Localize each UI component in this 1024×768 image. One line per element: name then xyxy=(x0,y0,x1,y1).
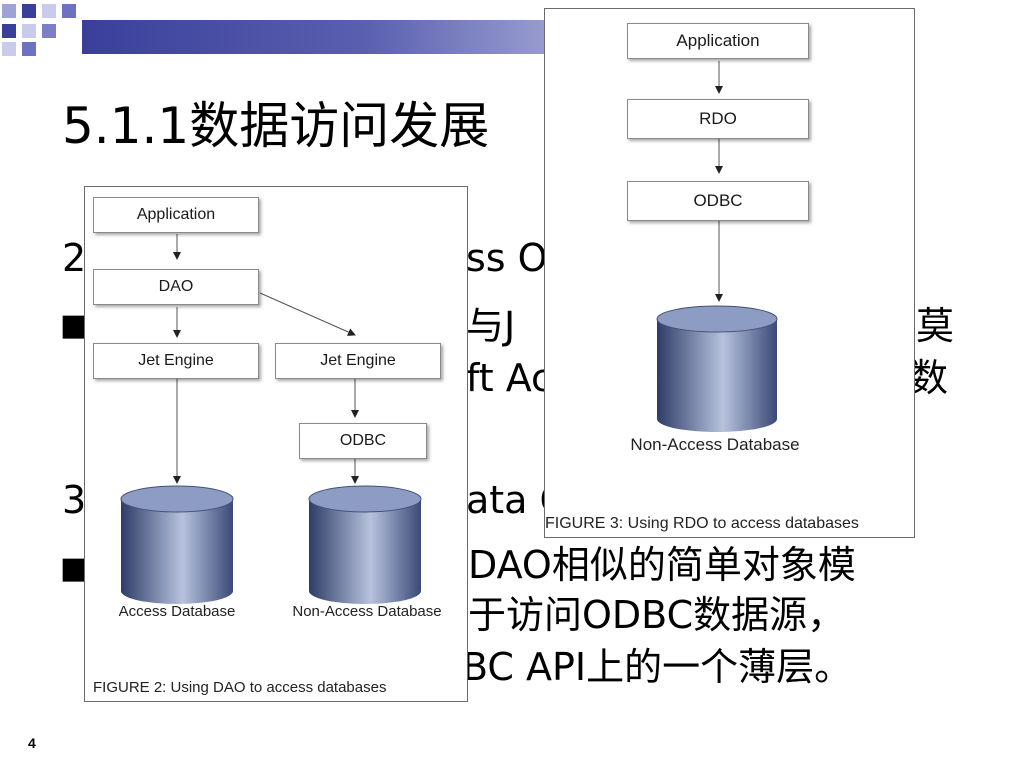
figure-2-caption: FIGURE 2: Using DAO to access databases xyxy=(93,679,387,696)
slide-title: 5.1.1数据访问发展 xyxy=(62,97,490,155)
body-text-rdo-line1: DAO相似的简单对象模 xyxy=(468,543,856,587)
access-database-cylinder-icon xyxy=(120,485,234,604)
body-text-2: 2 xyxy=(62,236,87,280)
body-text-rdo-line3: BC API上的一个薄层。 xyxy=(462,645,853,689)
body-text-dao-line1-end: 莫 xyxy=(916,304,955,348)
slide-header-decoration xyxy=(2,4,76,56)
body-text-3: 3 xyxy=(62,478,87,522)
figure-2-odbc-box: ODBC xyxy=(299,423,427,459)
figure-3-odbc-box: ODBC xyxy=(627,181,809,221)
figure-2-jet-engine-box-left: Jet Engine xyxy=(93,343,259,379)
figure-3-rdo: Application RDO ODBC Non-Access Database… xyxy=(544,8,915,538)
database-cylinder-icon xyxy=(656,305,778,432)
body-text-dao-line2-end: 数 xyxy=(910,356,949,400)
figure-2-connectors xyxy=(120,234,422,604)
figure-2-dao-box: DAO xyxy=(93,269,259,305)
figure-3-application-box: Application xyxy=(627,23,809,59)
figure-3-rdo-box: RDO xyxy=(627,99,809,139)
page-number: 4 xyxy=(28,735,36,751)
figure-2-access-database-label: Access Database xyxy=(118,603,236,620)
bullet-1: ■ xyxy=(60,308,89,343)
figure-2-dao: Application DAO Jet Engine Jet Engine OD… xyxy=(84,186,468,702)
figure-2-jet-engine-box-right: Jet Engine xyxy=(275,343,441,379)
body-text-dao-line1: 与J xyxy=(466,304,516,348)
non-access-database-cylinder-icon xyxy=(308,485,422,604)
figure-2-application-box: Application xyxy=(93,197,259,233)
figure-2-non-access-database-label: Non-Access Database xyxy=(292,603,442,620)
figure-3-database-label: Non-Access Database xyxy=(630,435,800,454)
body-text-rdo-line2: 于访问ODBC数据源， xyxy=(468,593,846,637)
figure-3-connectors xyxy=(656,61,778,432)
figure-3-caption: FIGURE 3: Using RDO to access databases xyxy=(545,515,859,532)
body-text-dao-heading: ss O xyxy=(466,236,548,280)
body-text-dao-line2: ft Ac xyxy=(466,356,552,400)
bullet-2: ■ xyxy=(60,551,89,586)
